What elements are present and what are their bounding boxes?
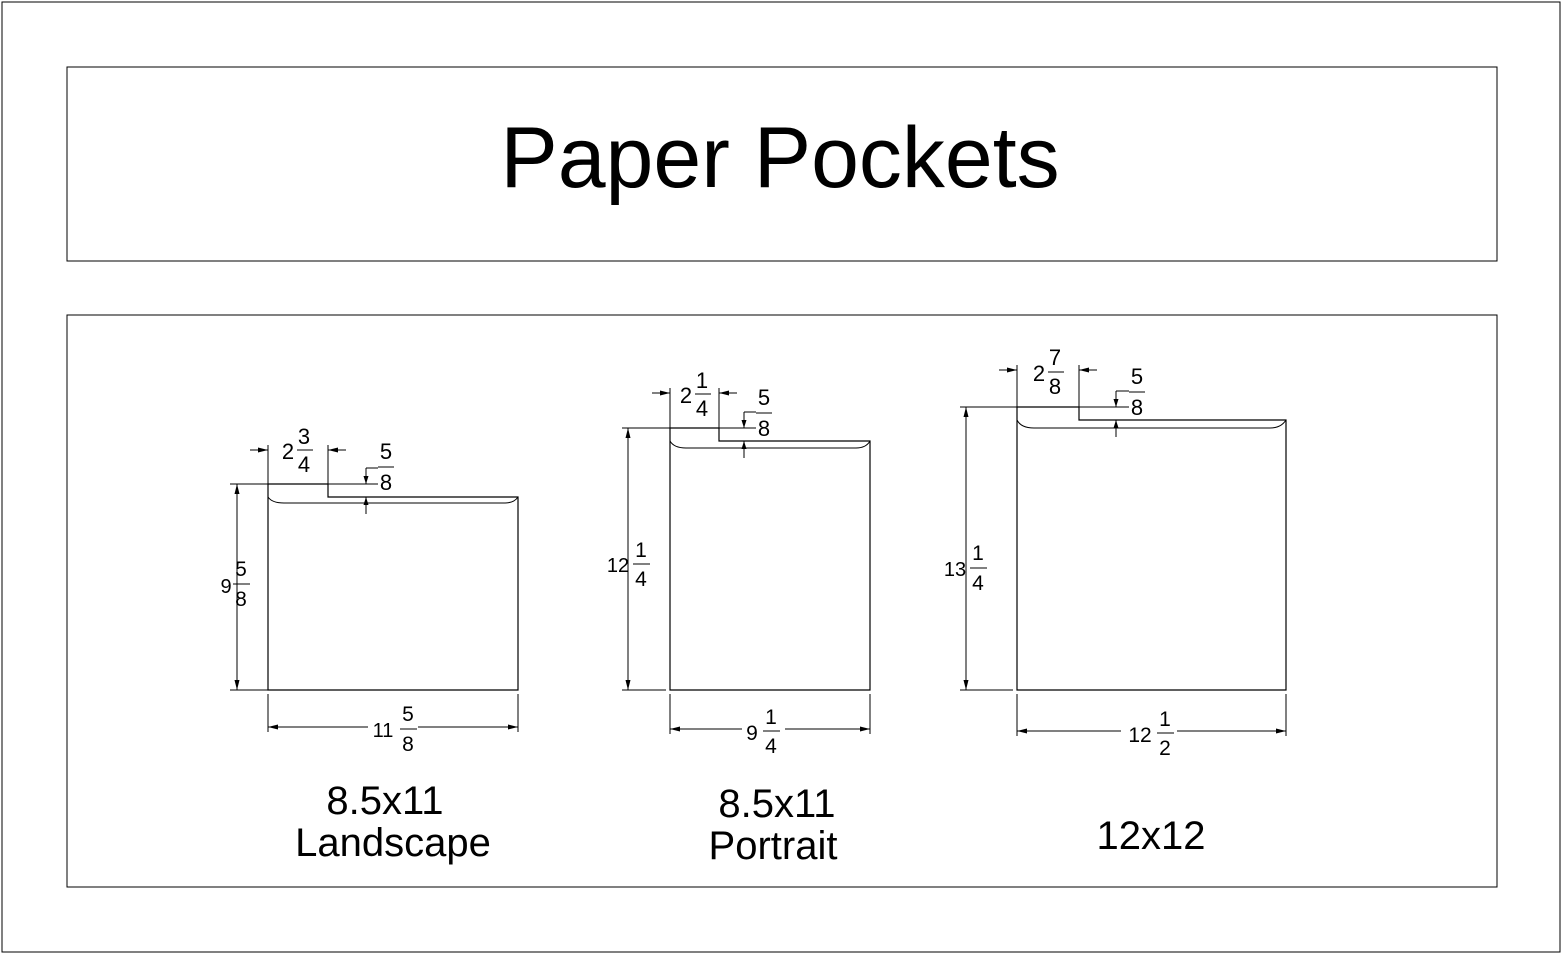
svg-text:7: 7 [1049,345,1061,370]
width-dimension: 9 1 4 [746,706,780,758]
height-dimension: 13 1 4 [944,542,987,595]
pocket-landscape: 9 5 8 11 5 8 2 3 4 [220,424,519,865]
svg-text:11: 11 [373,720,394,742]
svg-text:4: 4 [696,396,708,421]
height-dimension: 9 5 8 [220,558,250,611]
svg-text:5: 5 [758,385,770,410]
svg-text:9: 9 [220,576,231,598]
svg-text:8: 8 [380,470,392,495]
svg-text:2: 2 [282,439,294,464]
svg-text:8: 8 [235,588,247,611]
svg-text:1: 1 [635,539,647,562]
pocket-label-line1: 8.5x11 [718,782,835,826]
svg-text:3: 3 [298,424,310,449]
pocket-outline [1016,406,1287,691]
svg-text:12: 12 [607,555,629,577]
svg-text:8: 8 [1131,395,1143,420]
pocket-label-line2: Portrait [709,824,838,868]
svg-text:2: 2 [1159,737,1171,760]
height-dimension: 12 1 4 [607,539,650,591]
svg-text:2: 2 [1033,361,1045,386]
svg-text:5: 5 [402,703,414,726]
svg-text:1: 1 [1159,708,1171,731]
title-box [66,66,1498,262]
pocket-label-line1: 8.5x11 [326,779,443,823]
tab-offset-dimension: 2 1 4 [680,368,711,421]
pocket-label-line1: 12x12 [1097,814,1206,858]
pocket-square: 13 1 4 12 1 2 2 7 8 [944,345,1287,858]
width-dimension: 11 5 8 [373,703,417,756]
svg-text:4: 4 [972,572,984,595]
tab-depth-dimension: 5 8 [1129,364,1145,420]
svg-text:4: 4 [765,735,777,758]
tab-offset-dimension: 2 3 4 [282,424,313,477]
svg-text:4: 4 [635,568,647,591]
width-dimension: 12 1 2 [1128,708,1174,760]
svg-text:2: 2 [680,383,692,408]
tab-depth-dimension: 5 8 [756,385,772,441]
svg-text:12: 12 [1128,724,1151,747]
pocket-fold-line [669,440,871,449]
pocket-fold-line [267,496,519,504]
tab-offset-dimension: 2 7 8 [1033,345,1064,399]
pocket-outline [267,483,519,691]
svg-text:5: 5 [380,439,392,464]
svg-text:1: 1 [696,368,708,393]
svg-text:1: 1 [972,542,984,565]
svg-text:9: 9 [746,722,758,745]
svg-text:5: 5 [1131,364,1143,389]
svg-text:8: 8 [402,733,414,756]
pocket-label-line2: Landscape [295,821,491,865]
svg-text:8: 8 [1049,374,1061,399]
svg-text:13: 13 [944,559,966,581]
svg-text:8: 8 [758,416,770,441]
svg-text:5: 5 [235,558,247,581]
svg-text:4: 4 [298,452,310,477]
page-title: Paper Pockets [500,110,1059,206]
pocket-portrait: 12 1 4 9 1 4 2 1 4 [607,368,871,868]
drawing-frame [66,314,1498,888]
svg-text:1: 1 [765,706,777,729]
pocket-fold-line [1016,419,1287,429]
tab-depth-dimension: 5 8 [378,439,394,495]
pocket-outline [669,427,871,691]
